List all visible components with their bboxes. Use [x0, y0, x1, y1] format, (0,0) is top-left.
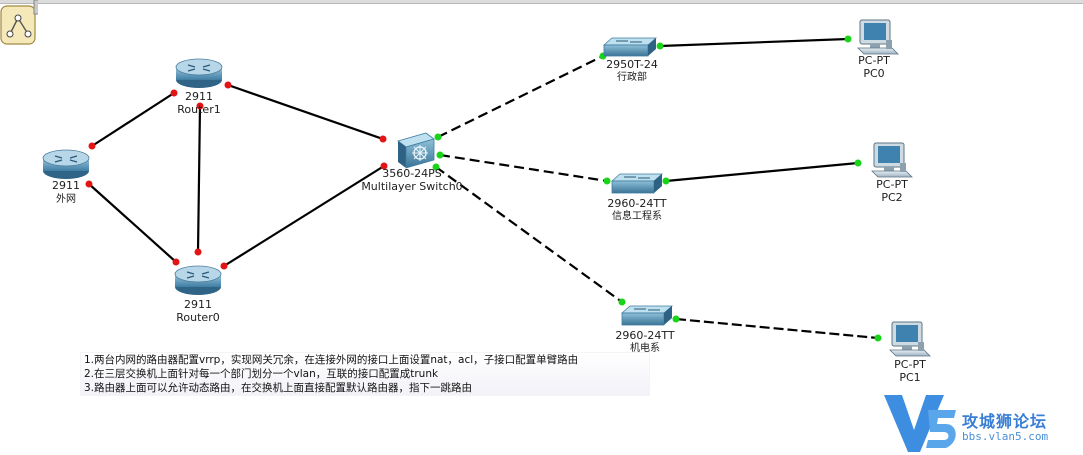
pc-icon	[857, 19, 899, 55]
port-dot	[380, 162, 388, 170]
link-info-pc2	[665, 161, 859, 183]
port-dot	[379, 135, 387, 143]
link-isp-router0	[88, 183, 177, 263]
link-isp-router1	[91, 92, 175, 147]
device-name-label: Router1	[177, 103, 220, 116]
port-dot	[196, 102, 204, 110]
switch-icon	[620, 305, 674, 326]
port-dot	[662, 177, 670, 185]
pc-icon	[871, 142, 913, 178]
port-dot	[854, 159, 862, 167]
link-core-admin	[437, 55, 604, 138]
device-model-label: 2960-24TT	[615, 329, 674, 342]
port-dot	[874, 334, 882, 342]
device-name-label: 外网	[56, 193, 76, 205]
switch-mech[interactable]: 2960-24TT 机电系	[615, 305, 675, 354]
pc-pc2[interactable]: PC-PT PC2	[871, 142, 913, 204]
port-dot	[603, 177, 611, 185]
note-line-1: 1.两台内网的路由器配置vrrp，实现网关冗余，在连接外网的接口上面设置nat，…	[84, 354, 579, 366]
workspace-top-edge	[0, 0, 1083, 4]
router-icon	[175, 58, 223, 88]
annotation-note[interactable]	[80, 352, 650, 396]
port-dot	[432, 163, 440, 171]
device-name-label: 信息工程系	[612, 209, 662, 222]
router-icon	[174, 265, 222, 295]
note-line-3: 3.路由器上面可以允许动态路由，在交换机上面直接配置默认路由器，指下一跳路由	[84, 382, 473, 394]
router-isp[interactable]: 2911 外网	[42, 149, 90, 205]
port-dot	[844, 35, 852, 43]
port-dot	[170, 89, 178, 97]
port-dot	[224, 81, 232, 89]
multilayer-switch-icon	[397, 132, 435, 169]
device-model-label: 3560-24PS	[382, 167, 442, 180]
logical-workspace-icon[interactable]	[0, 0, 38, 46]
device-name-label: Multilayer Switch0	[361, 180, 462, 193]
switch-icon	[610, 173, 664, 194]
router-icon	[42, 149, 90, 179]
port-indicators	[85, 35, 882, 342]
port-dot	[434, 133, 442, 141]
port-dot	[656, 42, 664, 50]
device-name-label: Router0	[176, 311, 219, 324]
port-dot	[88, 142, 96, 150]
pc-pc0[interactable]: PC-PT PC0	[857, 19, 899, 80]
port-dot	[672, 315, 680, 323]
device-model-label: 2960-24TT	[607, 197, 666, 210]
device-model-label: 2911	[184, 298, 212, 311]
note-line-2: 2.在三层交换机上面针对每一个部门划分一个vlan，互联的接口配置成trunk	[84, 368, 439, 380]
switch-icon	[602, 37, 658, 57]
device-name-label: PC1	[899, 371, 920, 384]
link-router1-router0	[196, 105, 202, 253]
port-dot	[194, 248, 202, 256]
watermark-site-name: 攻城狮论坛	[962, 412, 1048, 431]
device-model-label: 2911	[185, 90, 213, 103]
link-admin-pc0	[659, 37, 849, 48]
device-model-label: PC-PT	[858, 54, 890, 67]
port-dot	[220, 262, 228, 270]
links	[88, 37, 879, 340]
router-router0[interactable]: 2911 Router0	[174, 265, 222, 324]
device-model-label: 2911	[52, 179, 80, 192]
device-model-label: PC-PT	[876, 178, 908, 191]
watermark-logo	[884, 395, 956, 452]
port-dot	[618, 298, 626, 306]
device-name-label: 机电系	[630, 341, 660, 354]
link-core-mech	[435, 166, 623, 303]
link-router1-core	[227, 83, 384, 141]
link-router0-core	[223, 165, 385, 267]
device-name-label: PC2	[881, 191, 902, 204]
link-mech-pc1	[675, 317, 879, 340]
device-name-label: PC0	[863, 67, 884, 80]
pc-icon	[889, 321, 931, 357]
router-router1[interactable]: 2911 Router1	[175, 58, 223, 116]
multilayer-switch[interactable]: 3560-24PS Multilayer Switch0	[361, 132, 463, 193]
switch-admin[interactable]: 2950T-24 行政部	[602, 37, 658, 83]
device-model-label: 2950T-24	[606, 58, 658, 71]
pc-pc1[interactable]: PC-PT PC1	[889, 321, 931, 384]
link-core-info	[439, 153, 608, 183]
port-dot	[172, 258, 180, 266]
device-name-label: 行政部	[617, 70, 647, 83]
switch-info[interactable]: 2960-24TT 信息工程系	[607, 173, 667, 222]
port-dot	[436, 151, 444, 159]
watermark-url: bbs.vlan5.com	[962, 430, 1049, 443]
device-model-label: PC-PT	[894, 358, 926, 371]
port-dot	[85, 180, 93, 188]
